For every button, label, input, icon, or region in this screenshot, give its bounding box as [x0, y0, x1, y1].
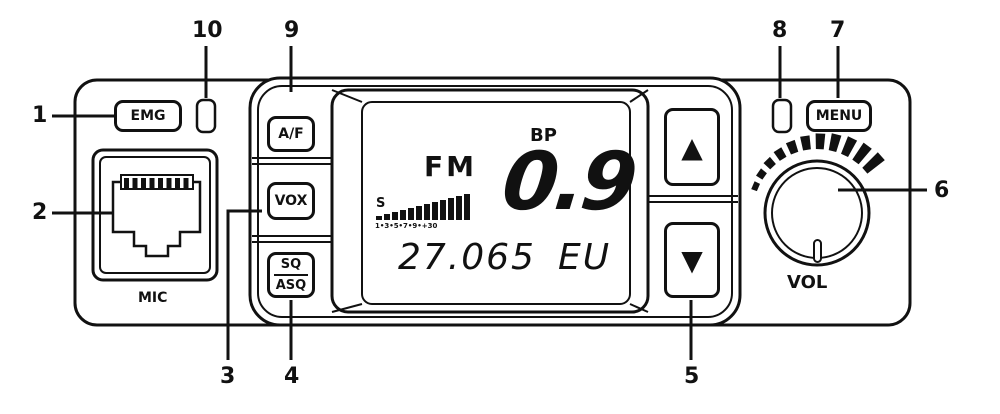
- callout-4: 4: [284, 364, 300, 389]
- signal-meter-icon: [376, 194, 470, 220]
- callout-8: 8: [772, 18, 788, 43]
- menu-button[interactable]: MENU: [806, 100, 872, 132]
- sq-label: SQ: [280, 257, 302, 272]
- signal-bar: [456, 196, 462, 220]
- rj45-pin: [149, 178, 155, 188]
- volume-scale-segment: [852, 142, 872, 165]
- signal-bar: [424, 204, 430, 220]
- asq-label: ASQ: [275, 278, 307, 293]
- volume-scale-segment: [751, 181, 760, 192]
- volume-scale-segment: [800, 135, 811, 151]
- volume-scale-segment: [785, 139, 799, 155]
- signal-bar: [384, 214, 390, 220]
- lcd-mode-indicator: FM: [424, 150, 477, 183]
- signal-bar: [432, 202, 438, 220]
- divider: [274, 274, 308, 276]
- callout-6: 6: [934, 178, 950, 203]
- rj45-pin: [175, 178, 180, 188]
- lcd-channel-display: 0.9: [498, 135, 638, 228]
- rj45-pin: [124, 178, 129, 188]
- rj45-pin: [183, 178, 189, 188]
- signal-bar: [416, 206, 422, 220]
- rj45-pin: [141, 178, 146, 188]
- signal-bar: [408, 208, 414, 220]
- signal-bar: [392, 212, 398, 220]
- af-button[interactable]: A/F: [267, 116, 315, 152]
- lcd-bp-indicator: BP: [530, 125, 557, 146]
- vol-label: VOL: [787, 272, 828, 293]
- down-arrow-button[interactable]: ▼: [664, 222, 720, 298]
- rj45-pin: [132, 178, 138, 188]
- callout-7: 7: [830, 18, 846, 43]
- lcd-s-label: S: [376, 196, 386, 211]
- signal-bar: [440, 200, 446, 220]
- lcd-frequency: 27.065: [398, 237, 536, 278]
- volume-scale-segment: [773, 147, 787, 161]
- sq-asq-button[interactable]: SQ ASQ: [267, 252, 315, 298]
- signal-bar: [400, 210, 406, 220]
- led-indicator-icon: [771, 98, 793, 134]
- signal-bar: [376, 216, 382, 220]
- volume-scale-segment: [828, 133, 842, 152]
- volume-scale-segment: [841, 136, 858, 157]
- callout-3: 3: [220, 364, 236, 389]
- vox-button[interactable]: VOX: [267, 182, 315, 220]
- callout-9: 9: [284, 18, 300, 43]
- emg-button[interactable]: EMG: [114, 100, 182, 132]
- volume-scale-segment: [763, 156, 776, 170]
- mic-label: MIC: [138, 290, 168, 306]
- lcd-s-scale: 1•3•5•7•9•+30: [375, 222, 438, 230]
- rj45-pin: [158, 178, 163, 188]
- volume-scale-segment: [756, 168, 767, 180]
- lcd-band: EU: [558, 237, 612, 278]
- volume-knob-icon: [763, 159, 871, 267]
- callout-5: 5: [684, 364, 700, 389]
- volume-scale-segment: [815, 133, 826, 150]
- led-indicator-icon: [195, 98, 217, 134]
- up-arrow-icon: ▲: [681, 130, 703, 164]
- volume-scale-icon: [751, 133, 885, 192]
- up-arrow-button[interactable]: ▲: [664, 108, 720, 186]
- callout-1: 1: [32, 103, 48, 128]
- rj45-pin: [166, 178, 172, 188]
- callout-2: 2: [32, 200, 48, 225]
- signal-bar: [464, 194, 470, 220]
- down-arrow-icon: ▼: [681, 243, 703, 277]
- callout-10: 10: [192, 18, 223, 43]
- volume-scale-segment: [862, 152, 885, 174]
- signal-bar: [448, 198, 454, 220]
